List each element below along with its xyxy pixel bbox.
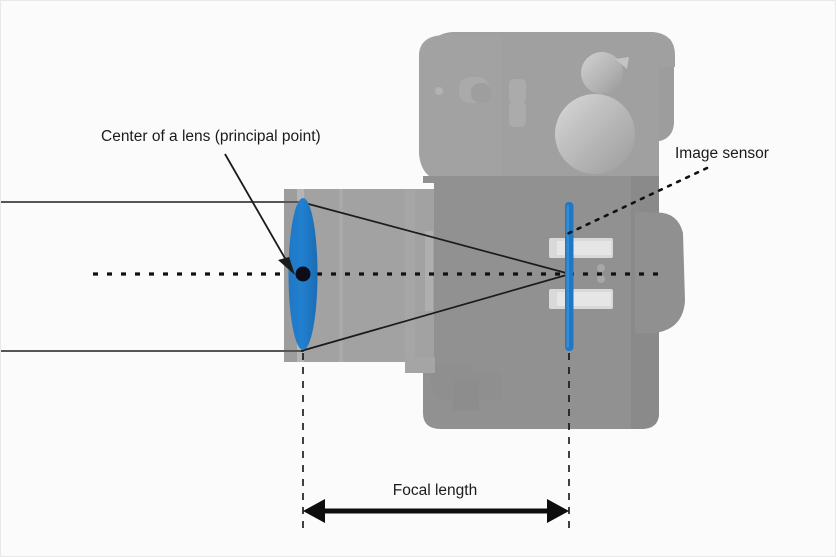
lens-center-leader-arrowhead bbox=[278, 257, 295, 275]
focal-length-arrowhead-right bbox=[547, 499, 569, 523]
camera-front-dial bbox=[555, 94, 635, 174]
sensor-rect bbox=[565, 202, 574, 351]
focal-length-arrow bbox=[303, 499, 569, 523]
sensor-highlight bbox=[566, 205, 569, 348]
incoming-rays bbox=[1, 201, 304, 352]
camera-prism-hump bbox=[419, 32, 675, 183]
dimension-guides bbox=[302, 353, 570, 533]
image-sensor-leader-line bbox=[565, 166, 709, 236]
focal-length-arrowhead-left bbox=[303, 499, 325, 523]
camera-mode-dial bbox=[581, 52, 629, 94]
image-sensor-bar bbox=[565, 202, 574, 351]
image-sensor-label: Image sensor bbox=[675, 145, 769, 162]
camera-base-extension bbox=[405, 357, 501, 411]
camera-grip bbox=[635, 211, 685, 333]
lens-center-leader-line bbox=[224, 153, 291, 268]
focal-length-label: Focal length bbox=[393, 482, 477, 499]
converging-rays bbox=[300, 201, 571, 352]
camera-silhouette bbox=[284, 32, 685, 429]
camera-top-controls bbox=[435, 77, 526, 127]
converging-ray-bottom bbox=[300, 273, 571, 352]
lens-center-leader bbox=[224, 153, 295, 275]
lens-center-label: Center of a lens (principal point) bbox=[101, 128, 321, 145]
converging-ray-top bbox=[300, 201, 571, 275]
principal-point-dot bbox=[295, 266, 311, 282]
